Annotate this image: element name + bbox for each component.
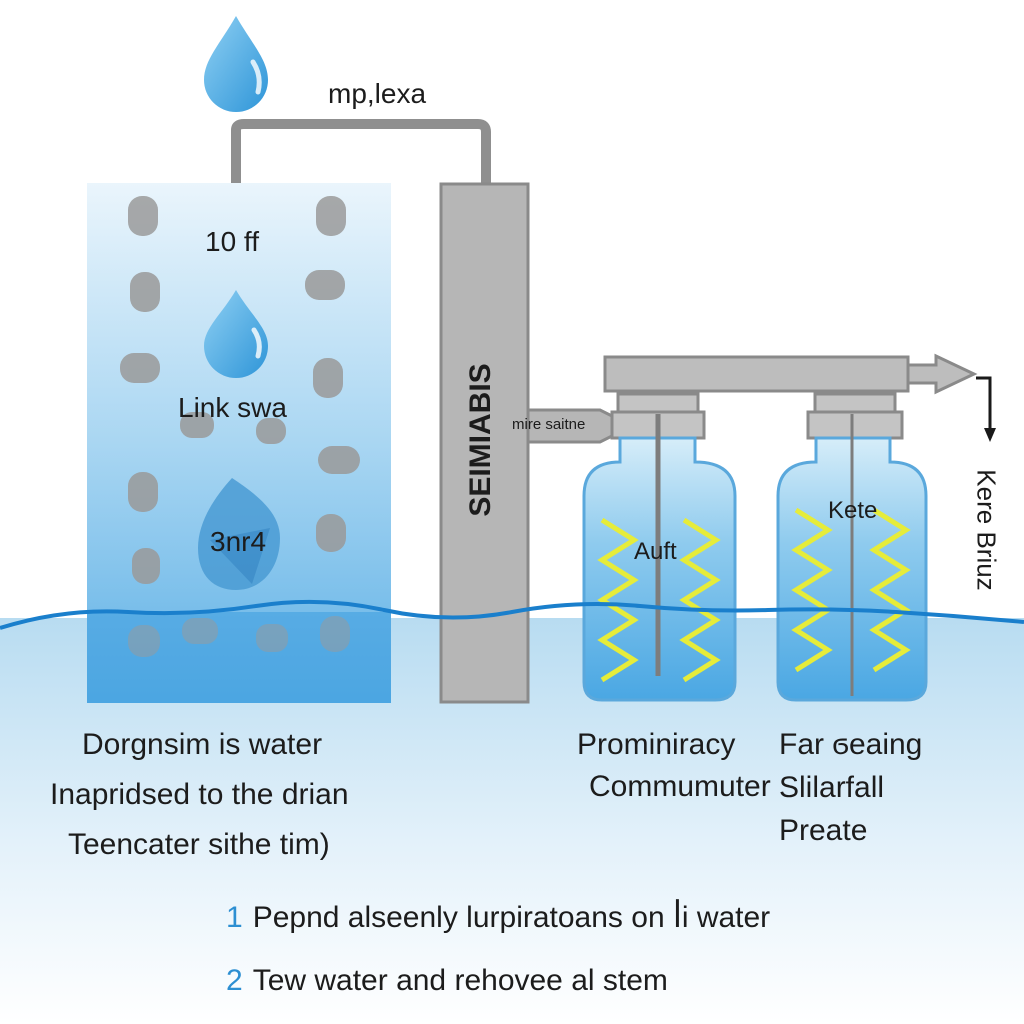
outlet-arrow-icon xyxy=(906,353,978,395)
step-2-number: 2 xyxy=(226,964,243,997)
top-label: mp,lexa xyxy=(328,78,427,109)
tank-middle-label: Link swa xyxy=(178,392,287,423)
step-1: 1 Pepnd alseenly lurpiratoans on ꟾi water xyxy=(226,900,770,935)
tank-flow-label: 10 ff xyxy=(205,226,259,257)
filter-vessel-2 xyxy=(776,392,928,702)
water-drop-icon xyxy=(204,16,268,112)
sediment-particles xyxy=(120,196,360,657)
step-2-text: Tew water and rehovee al stem xyxy=(252,964,668,997)
right-caption-line-3: Preate xyxy=(779,814,868,847)
step-2: 2 Tew water and rehovee al stem xyxy=(226,964,668,998)
contaminated-drop-icon xyxy=(198,478,280,590)
column-label: SEIMIABIS xyxy=(464,363,497,517)
tank-drop-icon xyxy=(204,290,268,378)
tank-drop-label: 3nr4 xyxy=(210,526,267,557)
middle-caption-line-2: Commumuter xyxy=(589,770,771,803)
inlet-pipe xyxy=(231,119,491,265)
vessel-1-label: Auft xyxy=(634,538,677,565)
step-1-text: Pepnd alseenly lurpiratoans on ꟾi water xyxy=(252,901,771,934)
column-outlet-label: mire saitne xyxy=(512,416,586,433)
outlet-side-label: Kere Briuz xyxy=(971,469,1002,591)
right-caption-line-1: Far ϭeaing xyxy=(779,728,923,761)
left-caption-line-1: Dorgnsim is water xyxy=(82,728,323,761)
right-caption-line-2: Slilarfall xyxy=(779,771,885,804)
header-pipe xyxy=(603,355,910,393)
step-1-number: 1 xyxy=(226,901,243,934)
left-caption-line-2: Inapridsed to the drian xyxy=(50,778,349,811)
left-caption-line-3: Teencater sithe tim) xyxy=(68,828,330,861)
filter-vessel-1 xyxy=(582,392,737,702)
middle-caption-line-1: Prominiracy xyxy=(577,728,736,761)
vessel-2-label: Kete xyxy=(828,497,878,524)
water-surface-line xyxy=(0,599,1024,630)
